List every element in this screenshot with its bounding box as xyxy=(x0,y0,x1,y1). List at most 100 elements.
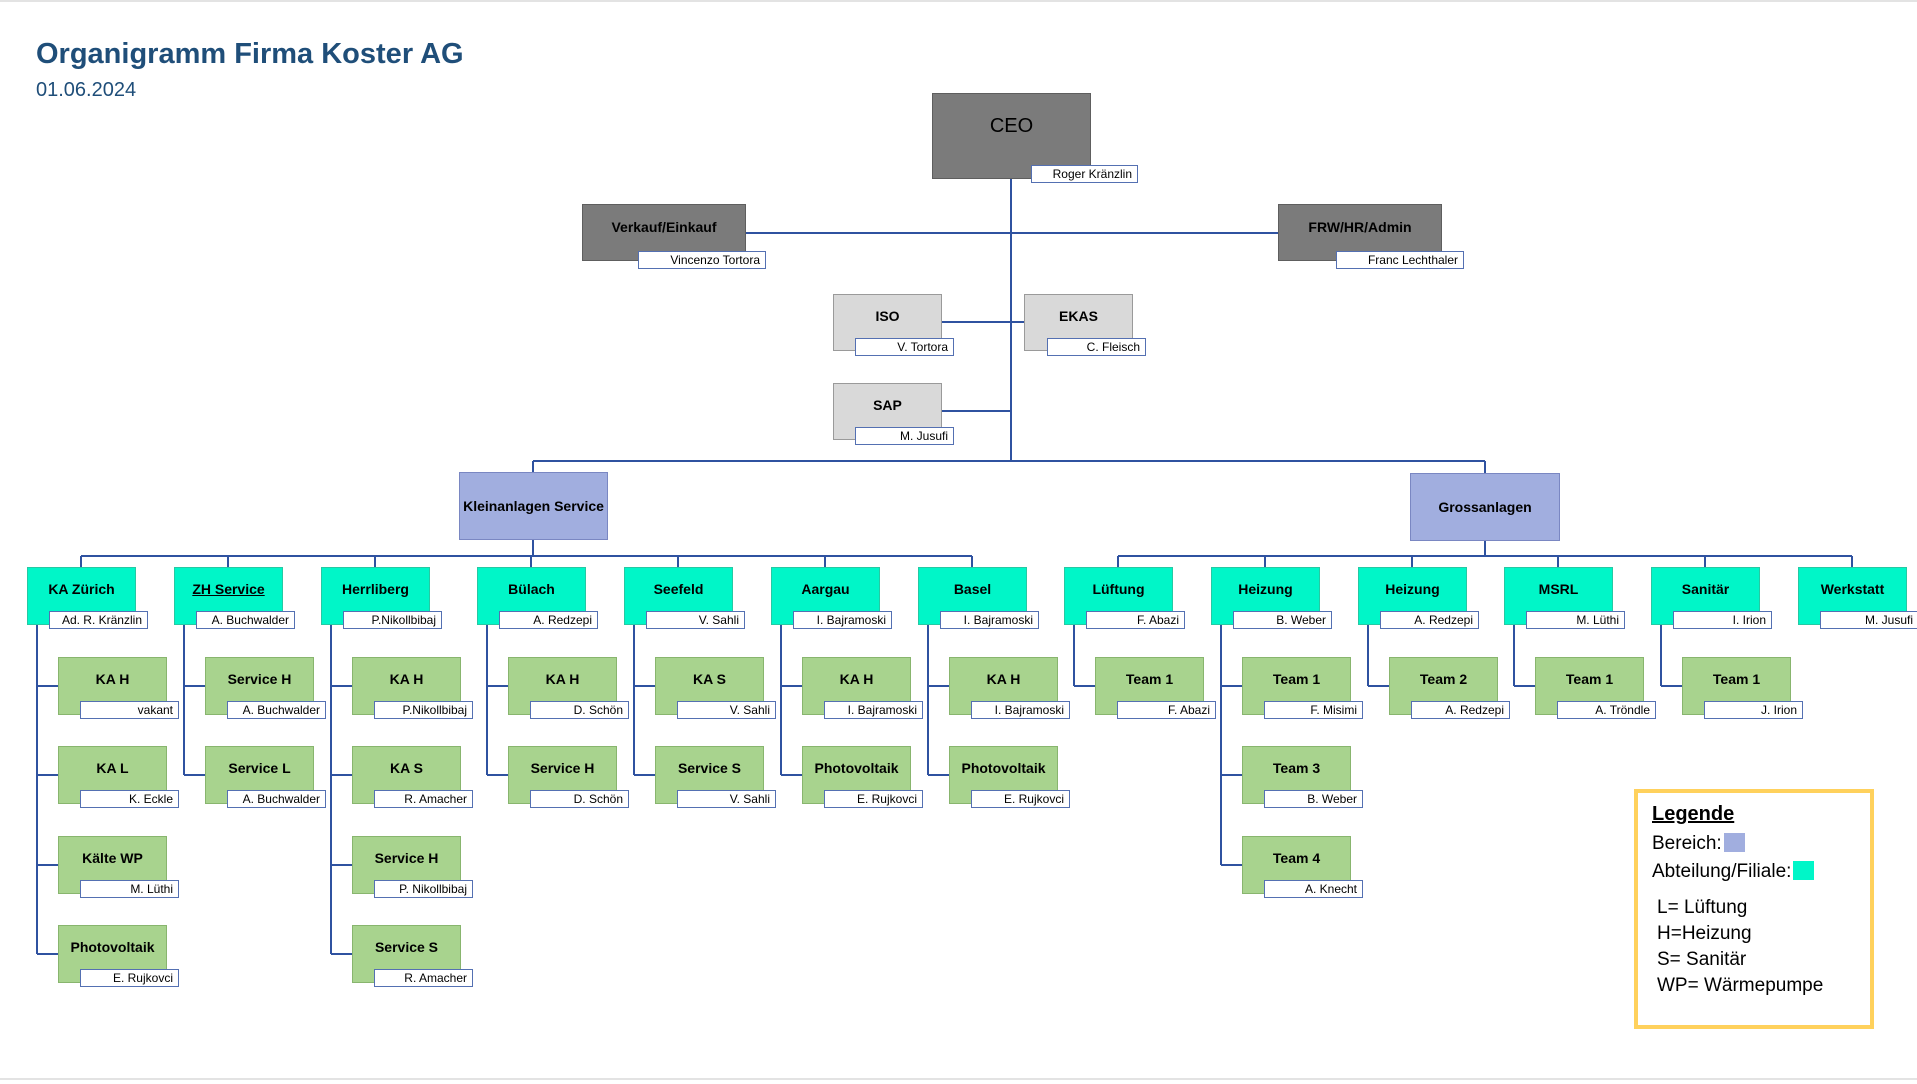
se-service-s-label: Service S xyxy=(677,760,742,776)
frw-label: FRW/HR/Admin xyxy=(1308,218,1412,235)
he-service-s-label: Service S xyxy=(374,939,439,955)
legend-abteilung-label: Abteilung/Filiale: xyxy=(1652,861,1792,882)
seefeld-person-name: V. Sahli xyxy=(646,611,745,629)
legend: Legende Bereich: Abteilung/Filiale: L= L… xyxy=(1634,789,1874,1029)
lueftung-person-name: F. Abazi xyxy=(1086,611,1185,629)
ba-photovoltaik-label: Photovoltaik xyxy=(961,760,1046,776)
ka-zuerich-label: KA Zürich xyxy=(48,581,115,597)
h1-team-3-label: Team 3 xyxy=(1272,760,1321,776)
buelach-label: Bülach xyxy=(508,581,555,597)
bu-service-h-label: Service H xyxy=(530,760,595,776)
h1-team-1-person-name: F. Misimi xyxy=(1264,701,1363,719)
heizung-1-person-name: B. Weber xyxy=(1233,611,1332,629)
legend-title: Legende xyxy=(1652,803,1735,825)
basel-person-name: I. Bajramoski xyxy=(940,611,1039,629)
lu-team-1-label: Team 1 xyxy=(1125,671,1174,687)
chart-date: 01.06.2024 xyxy=(36,79,137,101)
se-ka-s-label: KA S xyxy=(693,671,726,687)
ceo-label: CEO xyxy=(989,114,1034,137)
h1-team-4-label: Team 4 xyxy=(1272,850,1321,866)
aargau-person-name: I. Bajramoski xyxy=(793,611,892,629)
ba-ka-h-label: KA H xyxy=(986,671,1021,687)
ekas-person-name: C. Fleisch xyxy=(1047,338,1146,356)
sanitaer-label: Sanitär xyxy=(1681,581,1730,597)
kleinanlagen-label: Kleinanlagen Service xyxy=(463,498,604,514)
sap-person-name: M. Jusufi xyxy=(855,427,954,445)
buelach-person-name: A. Redzepi xyxy=(499,611,598,629)
he-service-s-person-name: R. Amacher xyxy=(374,969,473,987)
he-ka-s-label: KA S xyxy=(390,760,423,776)
top-divider xyxy=(0,0,1917,2)
heizung-2-label: Heizung xyxy=(1385,581,1440,597)
lueftung-label: Lüftung xyxy=(1092,581,1145,597)
iso-person-name: V. Tortora xyxy=(855,338,954,356)
aa-photovoltaik-label: Photovoltaik xyxy=(814,760,899,776)
sa-team-1-person-name: J. Irion xyxy=(1704,701,1803,719)
legend-abbrev-s: S= Sanitär xyxy=(1657,949,1747,970)
zh-ka-h-label: KA H xyxy=(95,671,130,687)
msrl-label: MSRL xyxy=(1538,581,1579,597)
zh-ka-l-person-name: K. Eckle xyxy=(80,790,179,808)
ceo-box: CEO xyxy=(932,93,1091,179)
sanitaer-person-name: I. Irion xyxy=(1673,611,1772,629)
zh-kaelte-wp-label: Kälte WP xyxy=(82,850,143,866)
legend-bereich: Bereich: xyxy=(1652,833,1745,855)
zs-service-h-label: Service H xyxy=(227,671,292,687)
legend-abbrev-h: H=Heizung xyxy=(1657,923,1752,944)
msrl-person-name: M. Lüthi xyxy=(1526,611,1625,629)
ms-team-1-label: Team 1 xyxy=(1565,671,1614,687)
ba-ka-h-person-name: I. Bajramoski xyxy=(971,701,1070,719)
zh-kaelte-wp-person-name: M. Lüthi xyxy=(80,880,179,898)
legend-abteilung: Abteilung/Filiale: xyxy=(1652,861,1815,883)
grossanlagen-box: Grossanlagen xyxy=(1410,473,1560,541)
h1-team-4-person-name: A. Knecht xyxy=(1264,880,1363,898)
kleinanlagen-box: Kleinanlagen Service xyxy=(459,472,608,540)
zh-service-person-name: A. Buchwalder xyxy=(196,611,295,629)
heizung-1-label: Heizung xyxy=(1238,581,1293,597)
h2-team-2-person-name: A. Redzepi xyxy=(1411,701,1510,719)
herrliberg-person-name: P.Nikollbibaj xyxy=(343,611,442,629)
zh-ka-h-person-name: vakant xyxy=(80,701,179,719)
ba-photovoltaik-person-name: E. Rujkovci xyxy=(971,790,1070,808)
sap-label: SAP xyxy=(873,396,902,413)
h2-team-2-label: Team 2 xyxy=(1419,671,1468,687)
lu-team-1-person-name: F. Abazi xyxy=(1117,701,1216,719)
heizung-2-person-name: A. Redzepi xyxy=(1380,611,1479,629)
aa-ka-h-label: KA H xyxy=(839,671,874,687)
werkstatt-label: Werkstatt xyxy=(1820,581,1885,597)
he-service-h-person-name: P. Nikollbibaj xyxy=(374,880,473,898)
he-ka-h-person-name: P.Nikollbibaj xyxy=(374,701,473,719)
ms-team-1-person-name: A. Tröndle xyxy=(1557,701,1656,719)
aa-ka-h-person-name: I. Bajramoski xyxy=(824,701,923,719)
verkauf-label: Verkauf/Einkauf xyxy=(611,218,717,235)
ekas-label: EKAS xyxy=(1059,307,1098,324)
frw-person-name: Franc Lechthaler xyxy=(1336,251,1464,269)
sa-team-1-label: Team 1 xyxy=(1712,671,1761,687)
zh-ka-l-label: KA L xyxy=(96,760,129,776)
se-ka-s-person-name: V. Sahli xyxy=(677,701,776,719)
legend-bereich-label: Bereich: xyxy=(1652,833,1722,854)
abteilung-color-swatch xyxy=(1793,861,1815,880)
ka-zuerich-person-name: Ad. R. Kränzlin xyxy=(49,611,148,629)
legend-abbrev-wp: WP= Wärmepumpe xyxy=(1657,975,1824,996)
se-service-s-person-name: V. Sahli xyxy=(677,790,776,808)
zs-service-l-label: Service L xyxy=(228,760,291,776)
verkauf-person-name: Vincenzo Tortora xyxy=(638,251,766,269)
bu-service-h-person-name: D. Schön xyxy=(530,790,629,808)
he-service-h-label: Service H xyxy=(374,850,439,866)
herrliberg-label: Herrliberg xyxy=(342,581,409,597)
zh-photovoltaik-person-name: E. Rujkovci xyxy=(80,969,179,987)
h1-team-3-person-name: B. Weber xyxy=(1264,790,1363,808)
aargau-label: Aargau xyxy=(801,581,850,597)
he-ka-s-person-name: R. Amacher xyxy=(374,790,473,808)
iso-label: ISO xyxy=(875,307,900,324)
basel-label: Basel xyxy=(953,581,992,597)
bu-ka-h-label: KA H xyxy=(545,671,580,687)
zs-service-h-person-name: A. Buchwalder xyxy=(227,701,326,719)
zh-photovoltaik-label: Photovoltaik xyxy=(70,939,155,955)
aa-photovoltaik-person-name: E. Rujkovci xyxy=(824,790,923,808)
werkstatt-person-name: M. Jusufi xyxy=(1820,611,1917,629)
bottom-divider xyxy=(0,1078,1917,1080)
